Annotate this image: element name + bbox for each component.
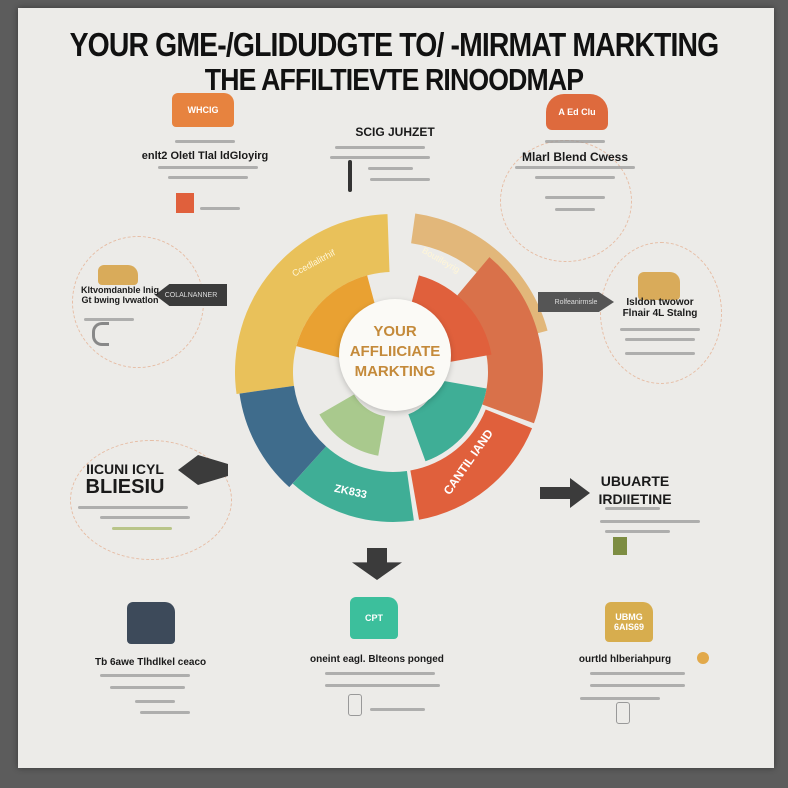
- ring-segment-blue: [239, 385, 327, 488]
- heading-mid-left-1: Kltvomdanble lnig: [80, 285, 159, 295]
- title-line-2: THE AFFILTIEVTE RINOODMAP: [204, 62, 584, 97]
- heading-top-center: SCIG JUHZET: [355, 125, 435, 139]
- center-circle: [339, 299, 451, 411]
- heading-low-right-1: UBUARTE: [600, 473, 670, 489]
- heading-low-right-2: IRDIIETINE: [598, 491, 672, 507]
- heading-mid-right-2: Flnair 4L Stalng: [622, 308, 698, 319]
- dashed-circle: [70, 440, 232, 560]
- heading-top-right: Mlarl Blend Cwess: [521, 150, 629, 164]
- hook-icon: [348, 160, 352, 192]
- inner-wedge-teal: [408, 379, 487, 462]
- document-icon: [616, 702, 630, 724]
- center-line-2: AFFLIICIATE: [349, 343, 441, 360]
- badge-bottom-right: UBMG 6AIS69: [605, 602, 653, 642]
- document-icon: [348, 694, 362, 716]
- heading-bottom-center: oneint eagl. Blteons ponged: [310, 654, 444, 665]
- loop-icon: [92, 322, 109, 346]
- badge-top-right: A Ed Clu: [546, 94, 608, 130]
- arrow-left: COLALNANNER: [155, 284, 227, 306]
- center-line-3: MARKTING: [354, 363, 436, 380]
- badge-bottom-left: [127, 602, 175, 644]
- document-icon: [613, 537, 627, 555]
- ring-segment-red: [410, 409, 533, 520]
- arrow-right: Rolfeanirmsle: [538, 292, 614, 312]
- ring-segment-teal: [292, 446, 414, 522]
- title-line-1: YOUR GME-/GLIDUDGTE TO/ -MIRMAT MARKTING: [69, 26, 720, 63]
- heading-top-left: enlt2 Oletl Tlal ldGloyirg: [141, 150, 269, 162]
- badge-top-left: WHCIG: [172, 93, 234, 127]
- heading-bottom-right: ourtld hlberiahpurg: [578, 654, 672, 665]
- dashed-circle: [600, 242, 722, 384]
- inner-wedge-green: [319, 394, 386, 456]
- document-icon: [176, 193, 194, 213]
- heading-low-left-1: IICUNI ICYL: [86, 461, 164, 477]
- heading-bottom-left: Tb 6awe Tlhdlkel ceaco: [95, 657, 207, 668]
- badge-mid-left: [98, 265, 138, 285]
- center-line-1: YOUR: [373, 323, 417, 340]
- center-title: YOUR AFFLIICIATE MARKTING: [340, 322, 450, 382]
- dot-icon: [697, 652, 709, 664]
- badge-bottom-center: CPT: [350, 597, 398, 639]
- inner-wedge-red: [404, 275, 492, 365]
- heading-low-left-2: BLIESIU: [85, 476, 165, 498]
- badge-mid-right: [638, 272, 680, 300]
- heading-mid-right-1: Isldon twowor: [626, 297, 694, 308]
- heading-mid-left-2: Gt bwing lvwatlon: [81, 295, 159, 305]
- ring-segment-coral: [454, 257, 544, 424]
- ring-segment-yellow: [235, 214, 390, 394]
